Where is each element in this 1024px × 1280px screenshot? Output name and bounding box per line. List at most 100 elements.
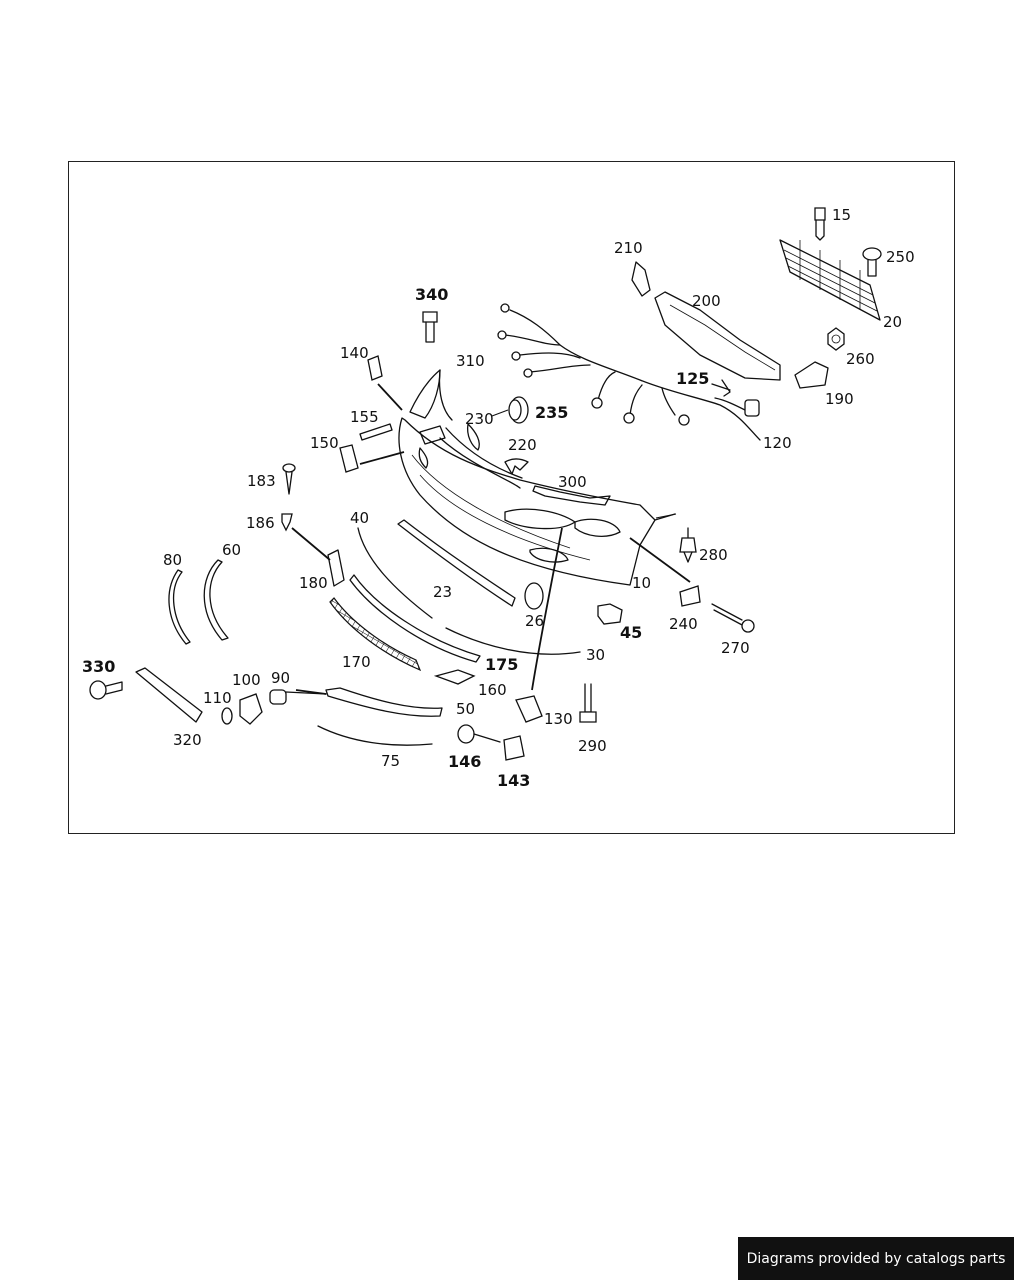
callout-310: 310 [456,352,485,370]
leader-230 [491,409,509,417]
callout-190: 190 [825,390,854,408]
emblem-26 [524,582,544,610]
nut-260 [827,327,845,351]
callout-75: 75 [381,752,400,770]
bracket-45 [597,603,623,625]
wiring-harness-120 [497,303,761,441]
callout-125: 125 [676,369,709,388]
holder-100 [239,693,263,725]
bolt-330 [89,680,123,700]
lip-75 [317,725,433,746]
callout-270: 270 [721,639,750,657]
upper-grille-trim-part [439,427,523,489]
callout-15: 15 [832,206,851,224]
arrow-140 [377,383,403,411]
clip-155 [359,423,393,441]
bracket-190 [794,361,829,389]
strip-80 [168,569,191,645]
callout-100: 100 [232,671,261,689]
diagram-frame [68,161,955,834]
callout-10: 10 [632,574,651,592]
callout-340: 340 [415,285,448,304]
trim-180 [327,549,345,587]
spoiler-50 [325,687,443,717]
fastener-280 [679,527,697,563]
cap-140 [367,355,383,381]
ring-110 [221,707,233,725]
callout-250: 250 [886,248,915,266]
bumper-cover-part [398,417,676,586]
arrow-240 [629,537,691,583]
reinforcement-20 [779,239,881,321]
callout-260: 260 [846,350,875,368]
callout-220: 220 [508,436,537,454]
bushing-235 [508,396,529,424]
mesh-grille-170 [329,597,422,672]
callout-200: 200 [692,292,721,310]
arrow-130 [531,527,563,691]
callout-120: 120 [763,434,792,452]
callout-23: 23 [433,583,452,601]
callout-50: 50 [456,700,475,718]
callout-80: 80 [163,551,182,569]
callout-20: 20 [883,313,902,331]
footer-credit: Diagrams provided by catalogs parts [738,1237,1014,1280]
bolt-250 [862,247,882,277]
callout-320: 320 [173,731,202,749]
callout-150: 150 [310,434,339,452]
bracket-230 [466,423,480,451]
callout-230: 230 [465,410,494,428]
callout-110: 110 [203,689,232,707]
strip-30 [445,627,581,655]
strip-60 [203,559,229,641]
bolt-340 [422,311,438,343]
callout-300: 300 [558,473,587,491]
callout-60: 60 [222,541,241,559]
callout-280: 280 [699,546,728,564]
clip-186 [281,513,293,532]
arrow-150 [359,451,405,465]
callout-140: 140 [340,344,369,362]
callout-130: 130 [544,710,573,728]
callout-30: 30 [586,646,605,664]
callout-240: 240 [669,615,698,633]
clip-160 [433,669,476,685]
center-bracket-300 [532,485,611,506]
callout-90: 90 [271,669,290,687]
leader-280 [655,513,677,519]
screw-183 [282,463,296,495]
carrier-200 [654,291,781,381]
clip-240 [679,585,701,607]
callout-160: 160 [478,681,507,699]
callout-45: 45 [620,623,642,642]
callout-143: 143 [497,771,530,790]
tow-cap-130 [515,695,543,723]
lower-strip-175 [349,574,481,663]
arrow-90 [295,689,327,695]
callout-40: 40 [350,509,369,527]
license-bracket-320 [135,667,203,723]
callout-330: 330 [82,657,115,676]
bolt-146 [457,724,501,744]
callout-146: 146 [448,752,481,771]
nut-plate-143 [503,735,525,761]
grille-bar-23 [397,519,516,607]
callout-235: 235 [535,403,568,422]
arrow-180 [291,527,331,561]
callout-210: 210 [614,239,643,257]
cover-150 [339,444,359,473]
callout-170: 170 [342,653,371,671]
callout-155: 155 [350,408,379,426]
callout-175: 175 [485,655,518,674]
side-trim-310 [409,369,453,421]
callout-183: 183 [247,472,276,490]
callout-180: 180 [299,574,328,592]
bolt-290 [579,683,597,723]
strip-40 [357,527,433,619]
callout-290: 290 [578,737,607,755]
callout-186: 186 [246,514,275,532]
callout-26: 26 [525,612,544,630]
bracket-210 [631,261,651,297]
push-pin-15 [814,207,826,241]
